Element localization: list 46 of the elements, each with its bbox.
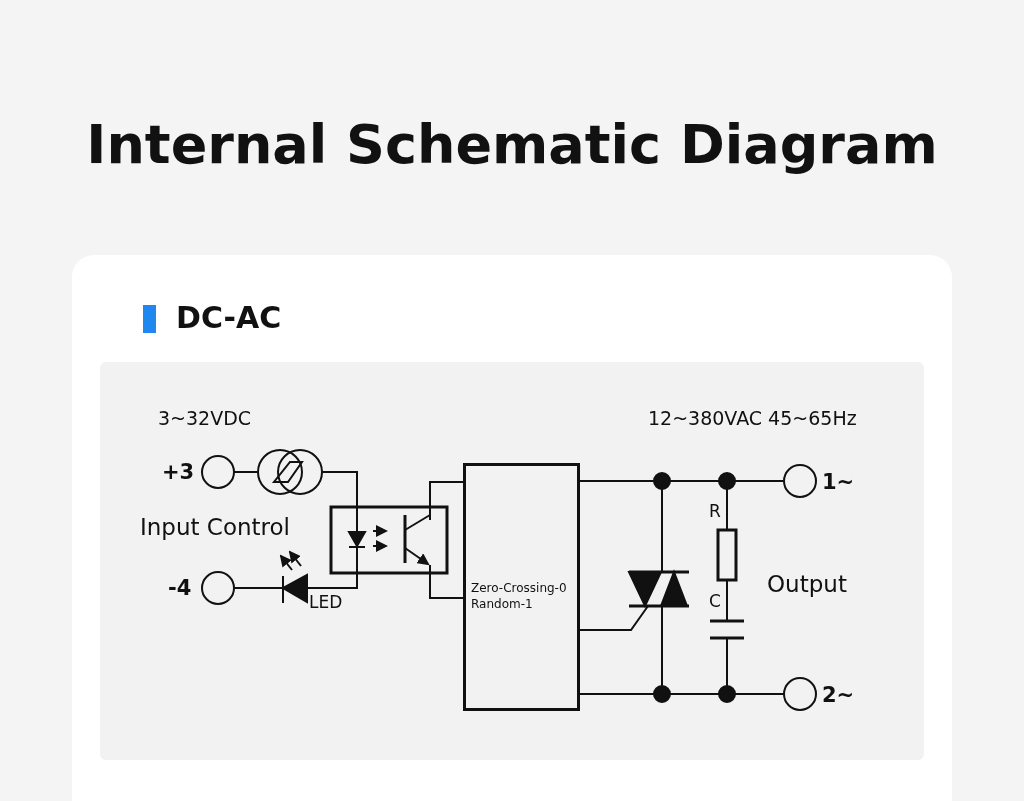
input-label: Input Control <box>140 515 290 539</box>
junction-dot <box>718 685 736 703</box>
wire <box>429 572 464 599</box>
pin-label: 1~ <box>822 471 855 493</box>
pin-label: 2~ <box>822 684 855 706</box>
triac-symbol <box>627 547 691 631</box>
pin-label: -4 <box>168 577 192 599</box>
wire <box>661 488 663 549</box>
terminal-icon <box>201 571 235 605</box>
wire <box>233 471 259 473</box>
voltage-label: 12~380VAC 45~65Hz <box>648 408 857 428</box>
wire <box>726 637 728 687</box>
wire <box>669 480 720 482</box>
current-source-symbol <box>257 449 323 495</box>
junction-dot <box>718 472 736 490</box>
junction-dot <box>653 685 671 703</box>
terminal-icon <box>783 464 817 498</box>
wire <box>734 480 785 482</box>
wire <box>321 471 358 508</box>
mode-text: Zero-Crossing-0 Random-1 <box>471 580 568 613</box>
capacitor-symbol <box>708 619 746 640</box>
pin-label: +3 <box>162 461 195 483</box>
output-label: Output <box>767 572 847 596</box>
junction-dot <box>653 472 671 490</box>
wire <box>734 693 785 695</box>
component-label: LED <box>309 593 343 611</box>
component-label: C <box>709 592 721 610</box>
wire <box>429 481 464 508</box>
optocoupler-drawing <box>329 505 449 575</box>
wire <box>661 629 663 687</box>
terminal-icon <box>201 455 235 489</box>
controller-module-box <box>463 463 580 711</box>
page-title: Internal Schematic Diagram <box>85 118 939 172</box>
led-symbol <box>279 550 308 604</box>
component-label: R <box>709 502 721 520</box>
wire <box>579 693 655 695</box>
wire <box>579 480 655 482</box>
resistor-symbol <box>716 528 738 582</box>
wire <box>579 605 649 631</box>
voltage-label: 3~32VDC <box>158 408 252 428</box>
wire <box>233 587 284 589</box>
wire <box>726 579 728 622</box>
wire <box>726 488 728 531</box>
wire <box>669 693 720 695</box>
terminal-icon <box>783 677 817 711</box>
section-heading: DC-AC <box>176 303 282 333</box>
